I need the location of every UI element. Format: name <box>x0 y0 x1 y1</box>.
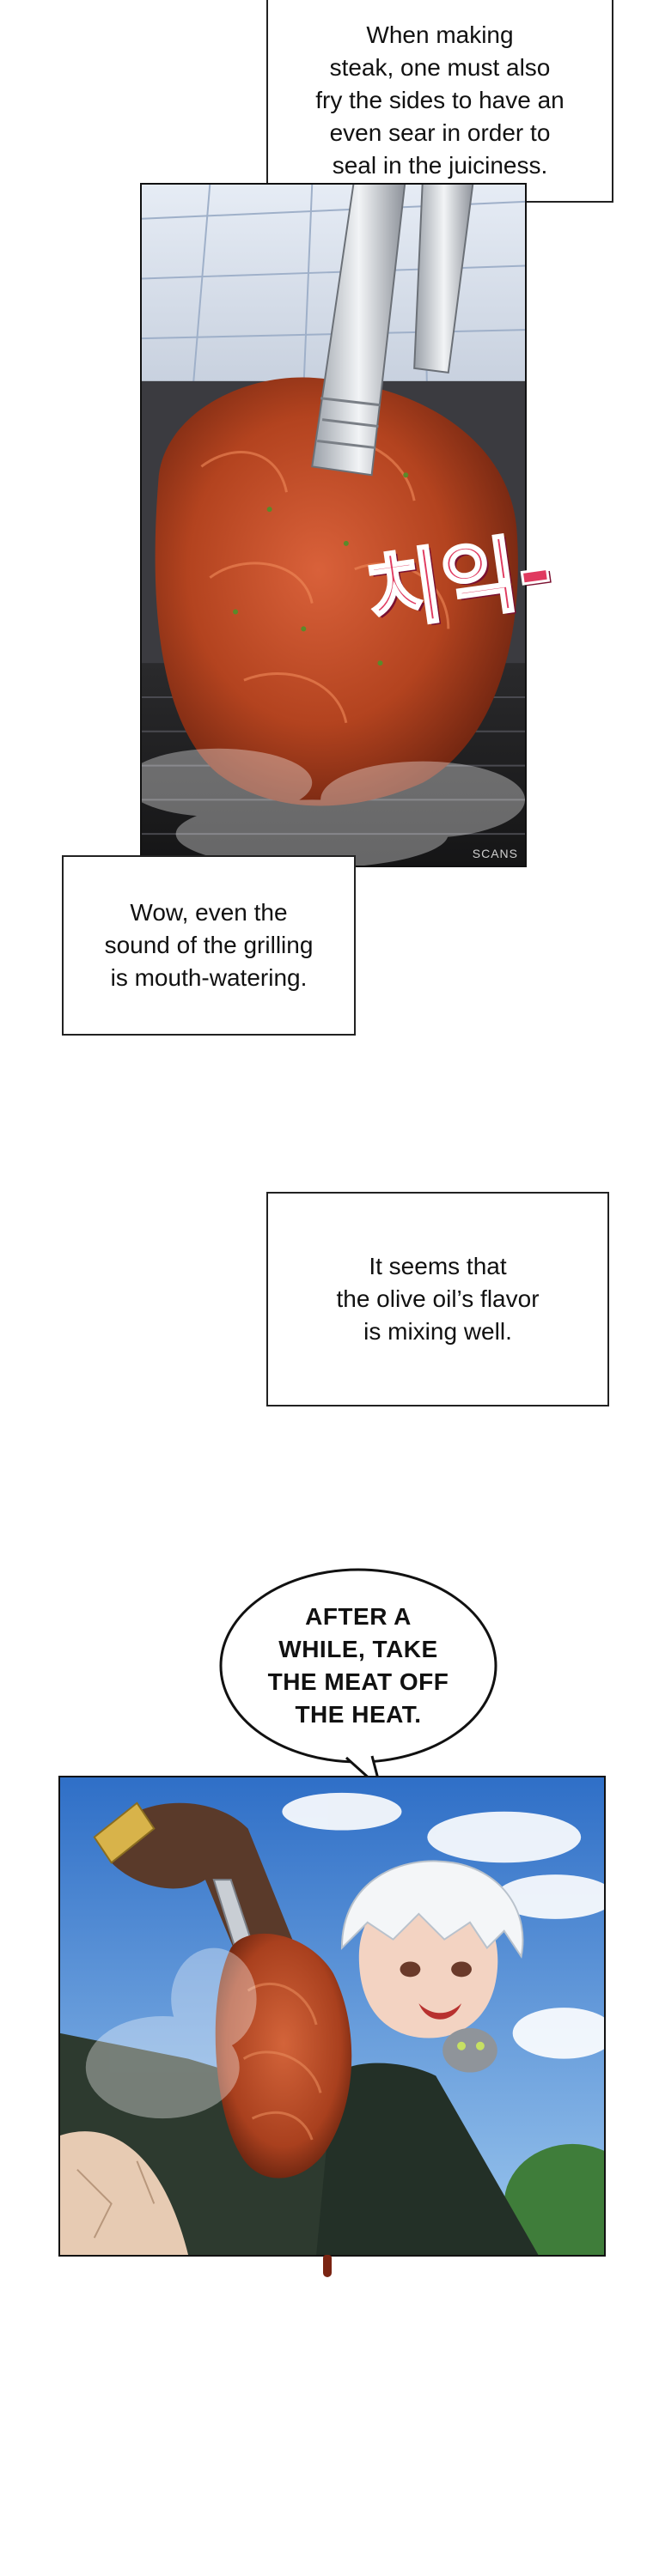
panel-character-steak <box>58 1776 606 2257</box>
speech-bubble: AFTER A WHILE, TAKE THE MEAT OFF THE HEA… <box>217 1567 499 1792</box>
caption-olive-oil: It seems that the olive oil’s flavor is … <box>266 1192 609 1406</box>
sound-effect-text: 치익- <box>359 520 559 644</box>
caption-steak-tip-text: When making steak, one must also fry the… <box>315 21 565 179</box>
speech-bubble-shape <box>219 1568 497 1790</box>
character-holding-steak-illustration <box>60 1777 604 2255</box>
caption-olive-oil-text: It seems that the olive oil’s flavor is … <box>336 1253 540 1345</box>
caption-grilling-sound-text: Wow, even the sound of the grilling is m… <box>104 899 314 991</box>
watermark: SCANS <box>473 847 518 860</box>
caption-grilling-sound: Wow, even the sound of the grilling is m… <box>62 855 356 1036</box>
watermark-text: SCANS <box>472 847 518 860</box>
panel-grilling-steak: SCANS <box>140 183 527 867</box>
grilling-steak-illustration <box>142 185 525 866</box>
juice-drip <box>323 2255 332 2277</box>
speech-bubble-text: AFTER A WHILE, TAKE THE MEAT OFF THE HEA… <box>267 1603 449 1728</box>
caption-steak-tip: When making steak, one must also fry the… <box>266 0 613 203</box>
